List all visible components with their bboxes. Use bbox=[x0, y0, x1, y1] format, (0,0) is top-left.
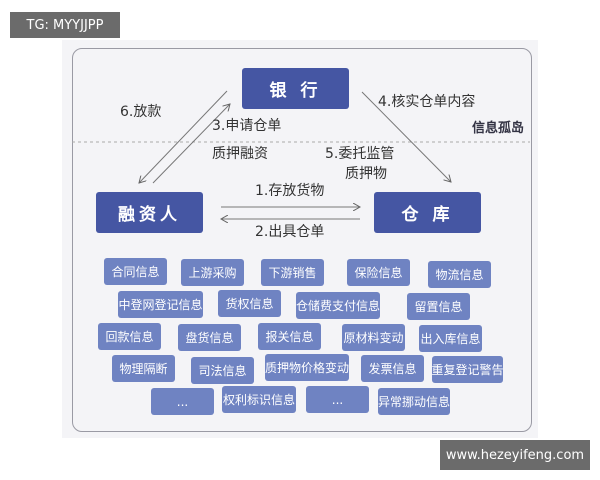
info-tag: 原材料变动 bbox=[342, 324, 405, 351]
info-tag: 质押物价格变动 bbox=[265, 354, 349, 381]
diagram-frame bbox=[72, 48, 532, 432]
arrow-verify bbox=[361, 91, 451, 182]
info-tag: 上游采购 bbox=[181, 259, 244, 286]
flow-2: 2.出具仓单 bbox=[255, 224, 325, 240]
info-tag: 异常挪动信息 bbox=[378, 388, 450, 415]
flow-5a: 5.委托监管 bbox=[325, 146, 395, 162]
flow-4: 4.核实仓单内容 bbox=[378, 94, 476, 110]
node-bank: 银 行 bbox=[242, 68, 349, 109]
info-tag: 合同信息 bbox=[104, 258, 167, 285]
flow-5b: 质押物 bbox=[345, 166, 387, 182]
flow-6: 6.放款 bbox=[120, 104, 162, 120]
info-tag: 仓储费支付信息 bbox=[296, 292, 380, 319]
info-island-label: 信息孤岛 bbox=[472, 121, 525, 136]
flow-3b: 质押融资 bbox=[212, 146, 268, 162]
info-tag: 货权信息 bbox=[218, 290, 281, 317]
arrow-apply bbox=[152, 104, 230, 184]
info-tag: 物流信息 bbox=[428, 261, 491, 288]
watermark-top: TG: MYYJJPP bbox=[10, 12, 120, 38]
info-tag: 下游销售 bbox=[261, 259, 324, 286]
flow-1: 1.存放货物 bbox=[255, 183, 325, 199]
info-tag: 司法信息 bbox=[191, 357, 254, 384]
arrow-loan bbox=[139, 90, 228, 183]
info-tag: 报关信息 bbox=[258, 323, 321, 350]
node-financier: 融资人 bbox=[96, 192, 203, 233]
info-tag: ... bbox=[306, 386, 369, 413]
info-tag: 发票信息 bbox=[361, 355, 424, 382]
info-tag: 回款信息 bbox=[98, 323, 161, 350]
watermark-bottom: www.hezeyifeng.com bbox=[440, 440, 590, 470]
info-tag: 盘货信息 bbox=[178, 324, 241, 351]
info-tag: 物理隔断 bbox=[112, 355, 175, 382]
info-tag: 中登网登记信息 bbox=[118, 291, 203, 318]
info-tag: 重复登记警告 bbox=[432, 356, 504, 383]
info-tag: ... bbox=[151, 388, 214, 415]
info-tag: 保险信息 bbox=[347, 259, 410, 286]
info-tag: 留置信息 bbox=[407, 293, 470, 320]
flow-3a: 3.申请仓单 bbox=[212, 118, 282, 134]
node-warehouse: 仓 库 bbox=[374, 192, 481, 233]
info-tag: 出入库信息 bbox=[419, 325, 482, 352]
info-tag: 权利标识信息 bbox=[222, 386, 296, 413]
